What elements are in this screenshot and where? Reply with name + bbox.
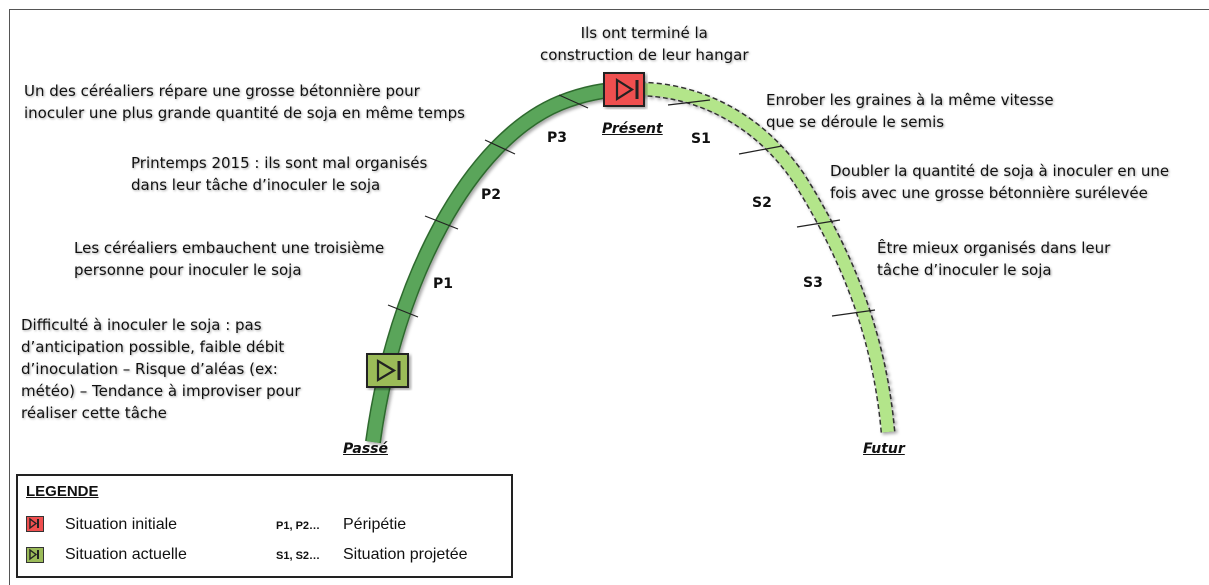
tick-past-4 [558,94,589,109]
p3-event-text: Un des céréaliers répare une grosse béto… [24,82,465,122]
s1-event-text: Enrober les graines à la même vitesse qu… [766,91,1054,131]
future-arc-fill [639,83,894,433]
tick-future-4 [831,309,876,317]
legend-current-label: Situation actuelle [65,546,187,563]
play-to-end-icon [26,516,44,532]
label-s2: S2 [752,195,772,211]
s2-event-text: Doubler la quantité de soja à inoculer e… [830,162,1170,202]
legend-p-codes: P1, P2… [276,520,321,532]
tick-future-3 [796,219,841,228]
legend-box: LEGENDE Situation initiale Situation act… [16,474,513,578]
present-event-text: Ils ont terminé la construction de leur … [540,24,749,64]
play-to-end-icon [603,72,645,107]
label-s1: S1 [691,131,711,147]
label-p1: P1 [433,276,454,292]
play-to-end-icon [26,547,44,563]
future-label: Futur [863,441,905,457]
legend-s-codes: S1, S2… [276,550,321,562]
present-label: Présent [602,121,663,137]
legend-initial-label: Situation initiale [65,516,178,533]
legend-title: LEGENDE [26,483,99,500]
p1-event-text: Les céréaliers embauchent une troisième … [74,239,385,279]
diagram-frame [9,9,1209,585]
legend-p-meaning: Péripétie [343,516,407,533]
label-s3: S3 [803,275,823,291]
label-p3: P3 [547,130,568,146]
tick-future-2 [738,145,783,155]
s3-event-text: Être mieux organisés dans leur tâche d’i… [877,239,1111,279]
tick-past-1 [387,304,419,318]
past-event-text: Difficulté à inoculer le soja : pas d’an… [21,316,301,422]
past-arc-fill [366,82,626,443]
tick-past-2 [424,215,459,230]
legend-s-meaning: Situation projetée [343,546,468,563]
p2-event-text: Printemps 2015 : ils sont mal organisés … [131,154,428,194]
tick-future-1 [667,99,711,106]
label-p2: P2 [481,187,502,203]
past-label: Passé [343,441,388,457]
play-to-end-icon [366,353,409,388]
tick-past-3 [484,139,516,155]
